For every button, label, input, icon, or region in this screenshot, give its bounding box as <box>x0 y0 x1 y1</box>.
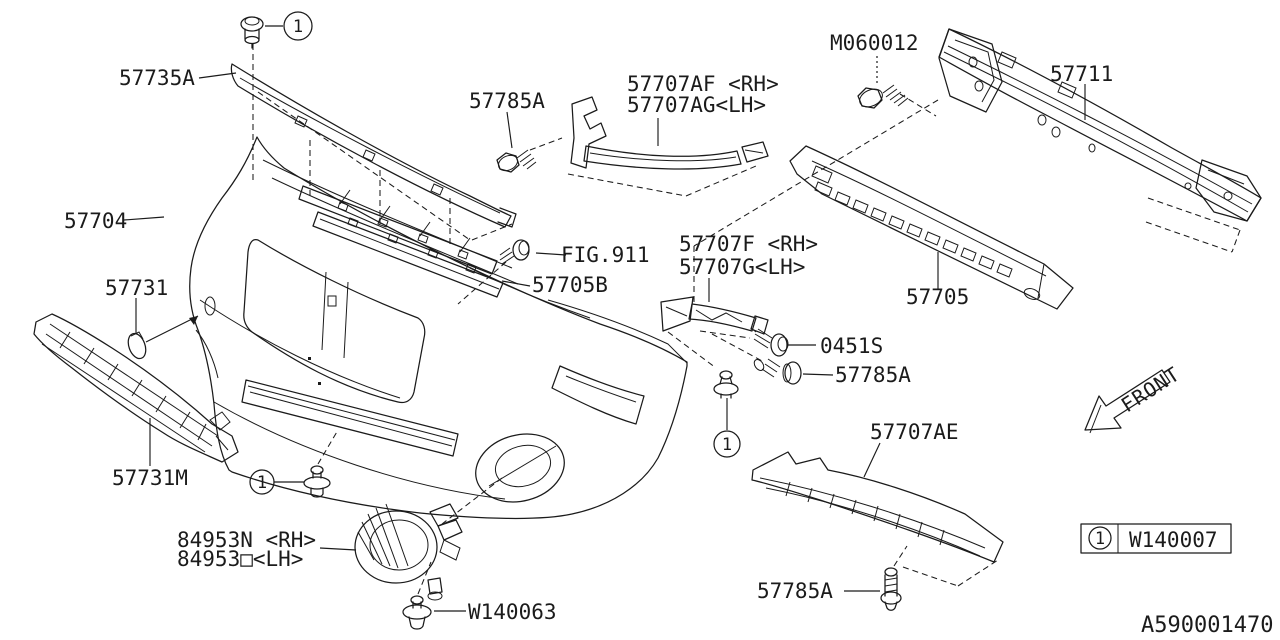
front-arrow-icon <box>1084 369 1171 431</box>
label-fog-lamp-lh: 84953□<LH> <box>177 547 303 571</box>
push-pin-fastener-bottom <box>303 465 331 498</box>
label-beam: 57711 <box>1050 62 1113 86</box>
label-fog-screw: W140063 <box>468 600 557 624</box>
label-lower-grille: 57731M <box>112 466 188 490</box>
label-fog-lamp-rh: 84953N <RH> <box>177 528 316 552</box>
part-bumper-beam <box>938 28 1262 222</box>
label-clip-top: 57785A <box>469 89 545 113</box>
label-under-cover: 57707AE <box>870 420 959 444</box>
part-center-bracket <box>298 185 504 298</box>
part-upper-bracket-rh <box>570 96 769 170</box>
label-upper-bracket-lh: 57707AG<LH> <box>627 93 766 117</box>
label-clip-mid: 57785A <box>835 363 911 387</box>
front-direction-indicator: FRONT <box>1084 362 1185 434</box>
bolt-m060012 <box>857 84 909 109</box>
ref-number-top: 1 <box>293 17 303 37</box>
label-center-bracket: 57705B <box>532 273 608 297</box>
strip-projection-lines <box>252 44 513 246</box>
legend-box: 1 W140007 <box>1080 523 1232 554</box>
label-upper-strip: 57735A <box>119 66 195 90</box>
fig911-screw <box>499 239 530 265</box>
label-upper-bracket-rh: 57707AF <RH> <box>627 72 779 96</box>
push-pin-fastener-mid <box>713 370 739 399</box>
part-lower-grille <box>33 313 239 463</box>
label-cover-cap: 57731 <box>105 276 168 300</box>
ref-callout-bottom: 1 <box>249 469 304 495</box>
label-screw-0451s: 0451S <box>820 334 883 358</box>
part-absorber <box>789 145 1074 310</box>
label-bumper-face: 57704 <box>64 209 127 233</box>
label-bolt-m060012: M060012 <box>830 31 919 55</box>
part-labels: 57735A 57704 57731 57731M 84953N <RH> 84… <box>64 31 1113 624</box>
side-bracket-projection-lines <box>667 330 765 369</box>
part-cover-cap <box>127 315 199 360</box>
legend-ref-number: 1 <box>1095 529 1105 549</box>
screw-0451s <box>750 327 789 357</box>
legend-part-number: W140007 <box>1129 528 1218 552</box>
label-absorber: 57705 <box>906 285 969 309</box>
ref-number-bottom: 1 <box>257 473 267 493</box>
label-side-bracket-lh: 57707G<LH> <box>679 255 805 279</box>
part-bumper-face <box>189 136 688 520</box>
clip-57785a-mid <box>753 358 802 385</box>
part-under-cover <box>751 451 1004 587</box>
push-pin-fastener-top <box>240 16 264 49</box>
label-fig-ref: FIG.911 <box>561 243 650 267</box>
leader-lines <box>123 56 1086 612</box>
ref-callout-top: 1 <box>265 11 313 41</box>
assembly-projection-lines <box>317 137 908 595</box>
label-clip-bottom: 57785A <box>757 579 833 603</box>
screw-w140063 <box>402 595 432 630</box>
label-side-bracket-rh: 57707F <RH> <box>679 232 818 256</box>
front-label: FRONT <box>1117 362 1185 418</box>
part-side-bracket-rh <box>660 296 769 335</box>
drawing-number: A590001470 <box>1141 613 1273 638</box>
ref-callout-mid: 1 <box>713 398 741 458</box>
part-fog-lamp <box>354 503 463 601</box>
beam-projection-lines <box>693 93 1241 304</box>
bolt-57785a-top <box>496 149 537 173</box>
ref-number-mid: 1 <box>722 435 732 455</box>
screw-57785a-bottom <box>880 567 902 611</box>
